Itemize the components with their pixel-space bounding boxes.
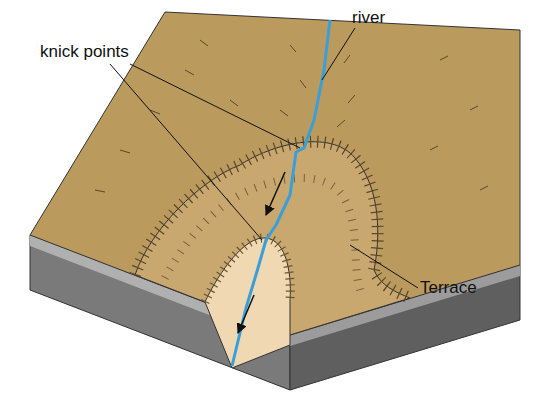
text-label: river: [352, 8, 385, 28]
leader-line: [350, 245, 418, 288]
flow-arrow: [238, 295, 254, 333]
flow-arrow: [266, 172, 285, 215]
leader-line: [130, 64, 300, 148]
leader-line: [110, 64, 262, 240]
text-label: knick points: [40, 42, 129, 62]
inner-rim-hatching: [205, 238, 290, 302]
leader-line: [322, 28, 355, 80]
text-label: Terrace: [420, 278, 477, 298]
river-channel: [232, 20, 330, 366]
